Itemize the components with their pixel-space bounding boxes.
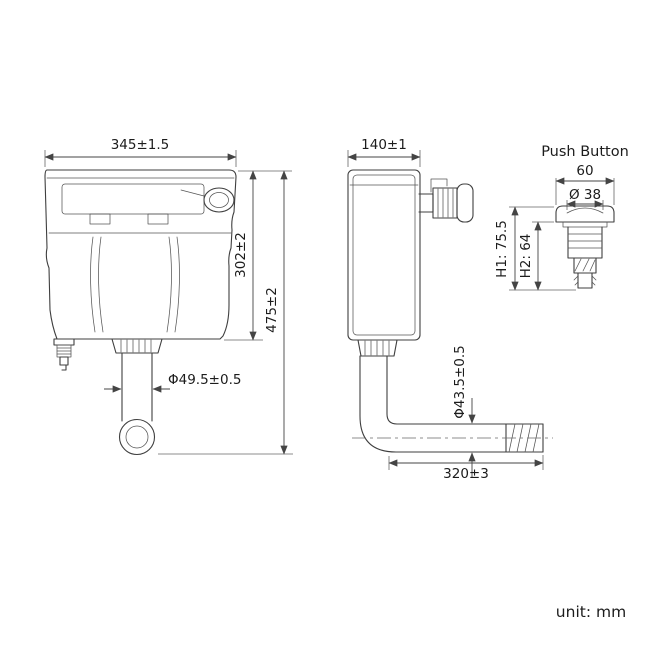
dim-front-outlet-diameter: Φ49.5±0.5 xyxy=(168,372,241,388)
dim-button-diameter: Ø 38 xyxy=(569,187,601,203)
unit-note: unit: mm xyxy=(556,603,626,621)
push-button-drawing xyxy=(555,205,615,289)
dim-side-depth: 140±1 xyxy=(361,137,407,153)
dim-front-total-height: 475±2 xyxy=(264,287,280,333)
dim-pipe-diameter: Φ43.5±0.5 xyxy=(452,345,468,418)
front-view-drawing xyxy=(44,169,237,456)
inlet-grommet xyxy=(180,187,235,213)
dim-front-width: 345±1.5 xyxy=(111,137,170,153)
dim-button-h1: H1: 75.5 xyxy=(494,220,510,278)
access-panel xyxy=(61,183,205,215)
dim-pipe-length: 320±3 xyxy=(443,466,489,482)
dim-button-h2: H2: 64 xyxy=(518,234,534,279)
front-outlet-pipe xyxy=(111,338,163,456)
dim-button-width: 60 xyxy=(576,163,593,179)
push-button-detail: Push Button 60 Ø 38 H1: 75.5 H2: 64 xyxy=(494,144,629,291)
front-inlet-valve xyxy=(53,338,75,371)
push-button-title: Push Button xyxy=(541,144,629,160)
front-view-dimensions: 345±1.5 302±2 475±2 Φ49.5±0.5 xyxy=(44,137,293,455)
side-view-drawing xyxy=(347,169,553,453)
dim-front-body-height: 302±2 xyxy=(233,232,249,278)
flush-pipe xyxy=(352,355,553,453)
side-push-button-assembly xyxy=(418,178,474,223)
side-view-dimensions: 140±1 Φ43.5±0.5 320±3 xyxy=(347,137,544,482)
